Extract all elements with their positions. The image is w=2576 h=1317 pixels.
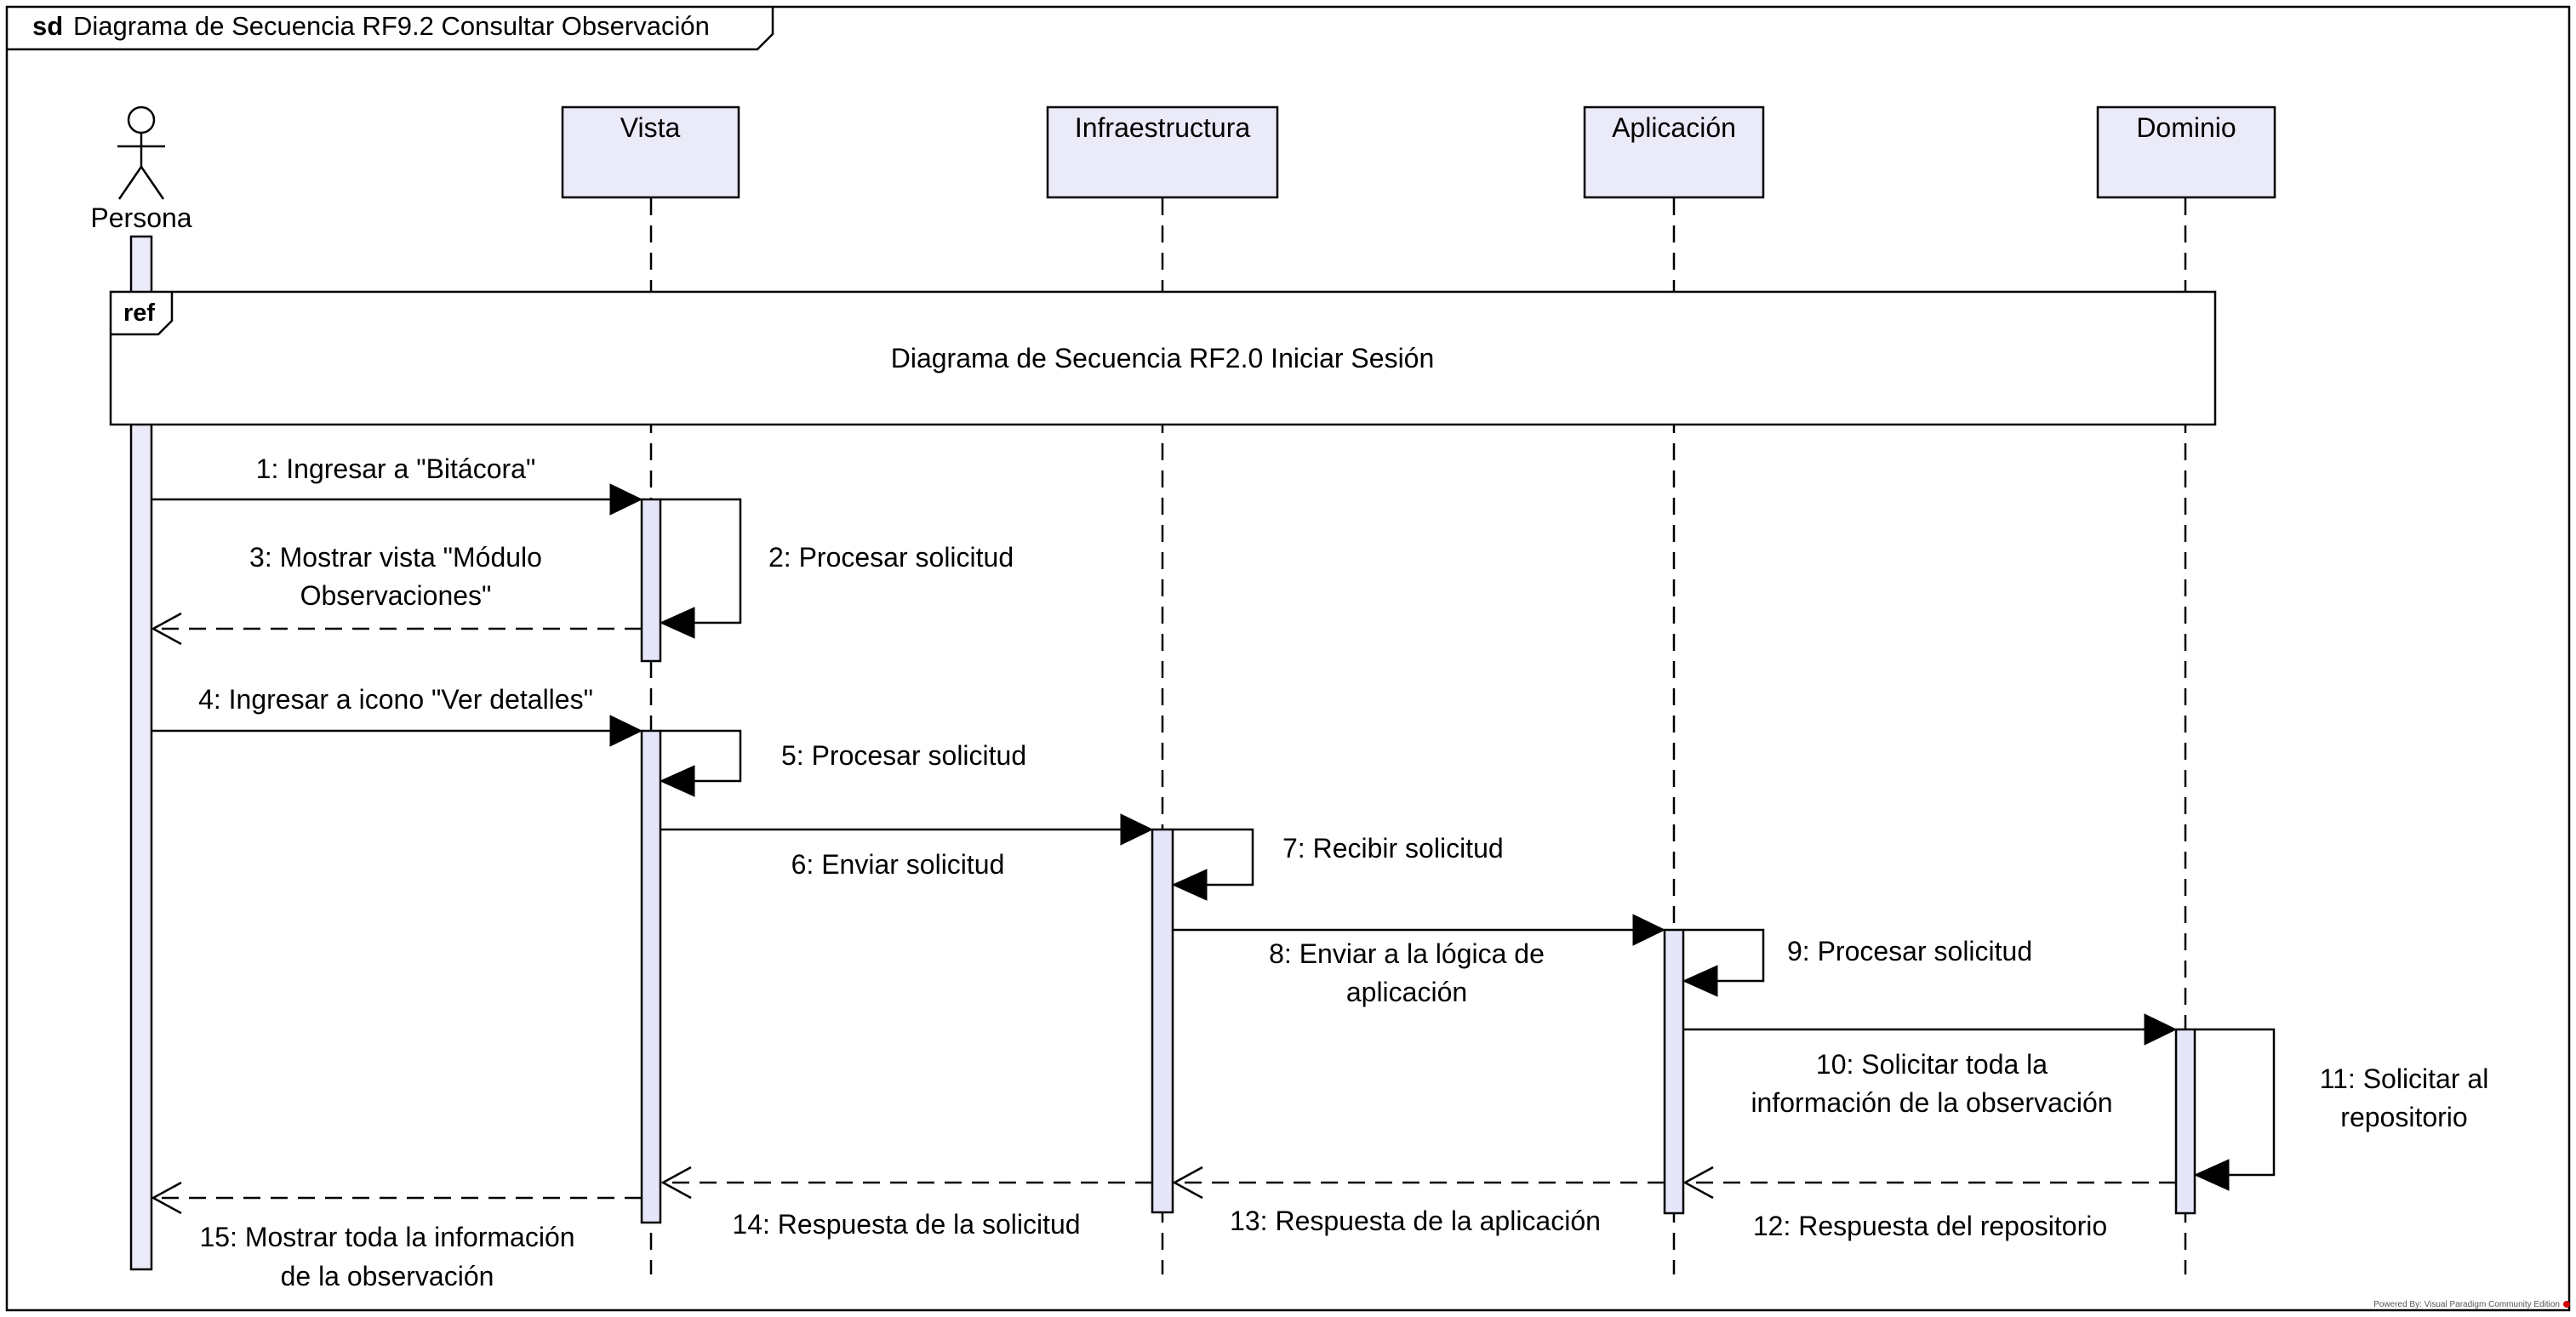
msg-7-line	[1173, 828, 1254, 887]
lifeline-aplicacion: Aplicación	[1583, 105, 1765, 199]
watermark-dot-icon	[2563, 1301, 2570, 1308]
lifeline-dom-head	[2096, 105, 2276, 199]
actor-leg-right	[140, 166, 165, 200]
lifeline-vista-label: Vista	[620, 112, 681, 143]
msg-5-line	[660, 729, 742, 783]
sd-frame-tab	[7, 7, 774, 51]
sync-arrowheads	[609, 483, 2230, 1191]
lifeline-vista-head	[561, 105, 740, 199]
msg-13-head	[1172, 1166, 1203, 1200]
msg-10-label-2: información de la observación	[1751, 1087, 2112, 1118]
msg-8-label-1: 8: Enviar a la lógica de	[1269, 938, 1545, 969]
msg-9-head	[1682, 965, 1718, 997]
msg-6-label: 6: Enviar solicitud	[791, 849, 1005, 880]
actor-label: Persona	[90, 202, 191, 233]
lifeline-vista: Vista	[561, 105, 740, 199]
msg-2-label: 2: Procesar solicitud	[768, 542, 1014, 573]
msg-15-label-2: de la observación	[281, 1261, 494, 1291]
msg-14-label: 14: Respuesta de la solicitud	[732, 1209, 1080, 1240]
msg-10-head	[2144, 1013, 2178, 1046]
msg-5-label: 5: Procesar solicitud	[781, 740, 1026, 771]
msg-3-head	[151, 612, 182, 646]
msg-2-line	[660, 498, 742, 624]
msg-9-label: 9: Procesar solicitud	[1787, 936, 2032, 966]
lifeline-infra-head	[1046, 105, 1279, 199]
msg-13-label: 13: Respuesta de la aplicación	[1230, 1206, 1601, 1236]
activations	[640, 498, 2196, 1224]
message-labels: 1: Ingresar a "Bitácora" 2: Procesar sol…	[198, 453, 2488, 1291]
msg-8-head	[1632, 914, 1666, 946]
ref-fragment	[109, 290, 2217, 426]
msg-11-line	[2195, 1028, 2276, 1177]
msg-8-label-2: aplicación	[1346, 977, 1467, 1007]
message-lines	[151, 498, 2276, 1215]
msg-14-head	[660, 1166, 692, 1200]
msg-6-head	[1120, 813, 1154, 846]
msg-1-label: 1: Ingresar a "Bitácora"	[256, 453, 536, 484]
msg-7-head	[1171, 869, 1208, 901]
lifeline-app-head	[1583, 105, 1765, 199]
ref-fragment-tab	[111, 292, 174, 336]
sd-frame	[5, 5, 2571, 1312]
lifeline-infra-label: Infraestructura	[1075, 112, 1251, 143]
msg-12-label: 12: Respuesta del repositorio	[1753, 1211, 2107, 1241]
watermark-text: Powered By: Visual Paradigm Community Ed…	[2373, 1300, 2560, 1309]
msg-2-head	[659, 607, 695, 639]
activation-vista-2	[640, 729, 662, 1224]
msg-9-line	[1683, 928, 1765, 983]
activation-infra	[1151, 828, 1174, 1214]
ref-text: Diagrama de Secuencia RF2.0 Iniciar Sesi…	[891, 343, 1435, 373]
actor-persona	[117, 105, 165, 200]
msg-3-label-1: 3: Mostrar vista "Módulo	[249, 542, 542, 573]
msg-1-head	[609, 483, 643, 516]
actor-head	[127, 105, 156, 134]
activation-app	[1663, 928, 1685, 1215]
sd-frame-keyword: sd	[32, 11, 63, 41]
msg-4-label: 4: Ingresar a icono "Ver detalles"	[198, 684, 593, 715]
sd-frame-title: Diagrama de Secuencia RF9.2 Consultar Ob…	[73, 11, 710, 41]
lifeline-dom-label: Dominio	[2136, 112, 2236, 143]
activation-vista-1	[640, 498, 662, 663]
msg-10-label-1: 10: Solicitar toda la	[1816, 1049, 2048, 1080]
lifeline-dominio: Dominio	[2096, 105, 2276, 199]
msg-11-head	[2193, 1159, 2230, 1191]
msg-4-head	[609, 715, 643, 747]
lifeline-app-label: Aplicación	[1612, 112, 1736, 143]
activation-dom	[2174, 1028, 2196, 1215]
msg-7-label: 7: Recibir solicitud	[1282, 833, 1504, 864]
msg-11-label-2: repositorio	[2340, 1102, 2467, 1132]
msg-15-label-1: 15: Mostrar toda la información	[199, 1222, 574, 1252]
msg-11-label-1: 11: Solicitar al	[2320, 1063, 2489, 1094]
msg-3-label-2: Observaciones"	[300, 580, 492, 611]
actor-leg-left	[117, 166, 143, 200]
lifeline-infraestructura: Infraestructura	[1046, 105, 1279, 199]
msg-5-head	[659, 765, 695, 797]
msg-12-head	[1682, 1166, 1714, 1200]
ref-keyword: ref	[123, 299, 155, 327]
msg-15-head	[151, 1181, 182, 1215]
